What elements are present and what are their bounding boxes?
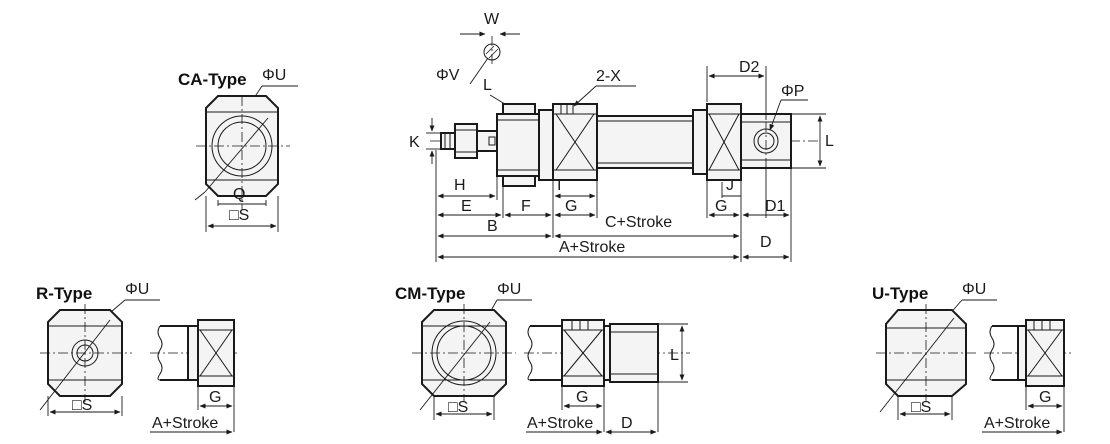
c-stroke-label: C+Stroke <box>605 214 672 231</box>
ca-type-view: CA-Type ΦU Q □S <box>178 67 298 232</box>
j-label: J <box>726 177 734 194</box>
ca-type-q-label: Q <box>233 186 245 203</box>
w-label: W <box>484 11 500 28</box>
u-type-phi-u-label: ΦU <box>962 281 986 298</box>
u-type-view: U-Type ΦU □S G A+Stroke <box>872 281 1072 435</box>
cm-type-d-label: D <box>621 415 633 432</box>
g-left-label: G <box>565 198 577 215</box>
u-type-a-stroke-label: A+Stroke <box>984 415 1050 432</box>
r-type-phi-u-label: ΦU <box>125 281 149 298</box>
r-type-view: R-Type ΦU □S G A+Stroke <box>36 281 240 435</box>
u-type-title: U-Type <box>872 284 928 303</box>
r-type-a-stroke-label: A+Stroke <box>152 415 218 432</box>
d1-label: D1 <box>765 198 786 215</box>
f-label: F <box>521 198 531 215</box>
r-type-s-label: □S <box>72 397 92 414</box>
ca-type-phi-u-label: ΦU <box>262 67 286 84</box>
l-right-label: L <box>825 133 834 150</box>
cm-type-g-label: G <box>576 389 588 406</box>
l-small-label: L <box>483 77 492 94</box>
cm-type-l-label: L <box>670 347 679 364</box>
phi-p-label: ΦP <box>781 83 804 100</box>
i-label: I <box>557 177 561 194</box>
cm-type-view: CM-Type ΦU □S L <box>395 281 690 435</box>
ca-type-title: CA-Type <box>178 70 247 89</box>
main-cylinder-view: W ΦV L <box>409 11 834 262</box>
u-type-s-label: □S <box>911 399 931 416</box>
cm-type-a-stroke-label: A+Stroke <box>527 415 593 432</box>
two-x-label: 2-X <box>596 68 621 85</box>
phi-v-label: ΦV <box>436 67 460 84</box>
b-label: B <box>487 218 498 235</box>
ca-type-s-label: □S <box>229 207 249 224</box>
d-label: D <box>760 234 772 251</box>
a-stroke-label: A+Stroke <box>559 239 625 256</box>
cm-type-phi-u-label: ΦU <box>497 281 521 298</box>
e-label: E <box>461 198 472 215</box>
cm-type-s-label: □S <box>448 399 468 416</box>
cm-type-title: CM-Type <box>395 284 466 303</box>
h-label: H <box>454 177 466 194</box>
g-right-label: G <box>715 198 727 215</box>
k-label: K <box>409 134 420 151</box>
u-type-g-label: G <box>1039 389 1051 406</box>
d2-label: D2 <box>739 59 760 76</box>
r-type-g-label: G <box>209 389 221 406</box>
r-type-title: R-Type <box>36 284 92 303</box>
